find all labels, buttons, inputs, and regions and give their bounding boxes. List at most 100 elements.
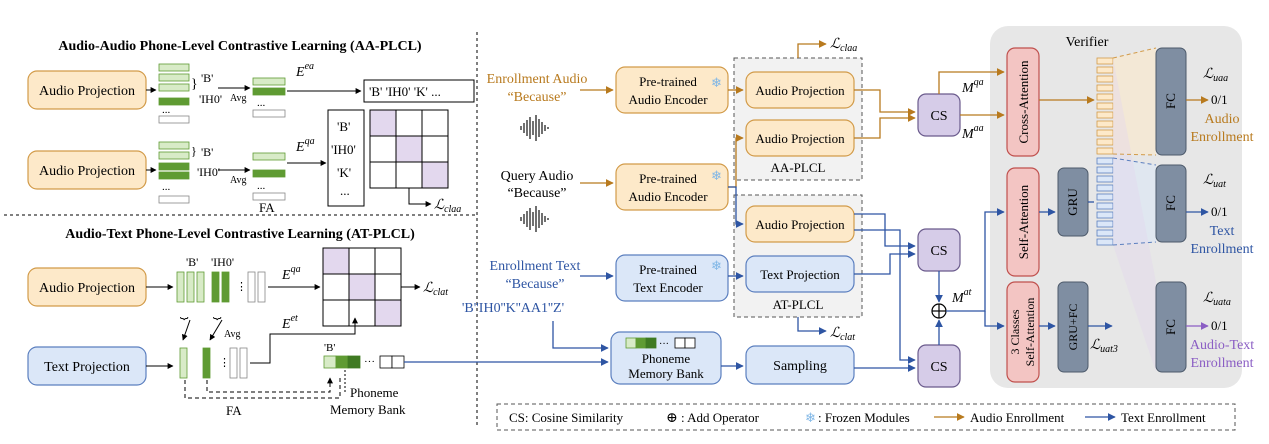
legend-audio: Audio Enrollment — [970, 410, 1065, 425]
at-braces-2: ⏟ — [213, 305, 222, 321]
svg-text:CS: CS — [930, 109, 947, 124]
svg-text:...: ... — [162, 104, 171, 116]
cs-node-2: CS — [917, 228, 961, 272]
out-1-label-1: Audio — [1205, 112, 1240, 127]
out-3-label-1: Audio-Text — [1190, 338, 1254, 353]
out-1: 0/1 — [1211, 92, 1228, 107]
out-1-label-2: Enrollment — [1191, 130, 1254, 145]
svg-text:···: ··· — [364, 356, 375, 368]
svg-text:FC: FC — [1163, 195, 1178, 211]
out-3: 0/1 — [1211, 318, 1228, 333]
fan-audio — [1113, 48, 1156, 155]
svg-text:Pre-trained: Pre-trained — [639, 74, 697, 89]
svg-text:Audio Projection: Audio Projection — [755, 131, 845, 146]
at-plcl-title: Audio-Text Phone-Level Contrastive Learn… — [65, 227, 415, 242]
aa-avg-stack-2: ... — [252, 152, 286, 201]
at-braces: ⏟ — [180, 305, 189, 321]
phoneme-memory-bank: ··· Phoneme Memory Bank — [610, 331, 722, 385]
svg-text:Audio Projection: Audio Projection — [39, 281, 135, 296]
svg-text:CS: CS — [930, 360, 947, 375]
at-loss-arrow — [797, 317, 827, 335]
enroll-text-word: “Because” — [505, 277, 564, 292]
svg-text:Audio Projection: Audio Projection — [755, 83, 845, 98]
fan-line-4 — [1112, 241, 1157, 246]
svg-text:Audio Encoder: Audio Encoder — [628, 92, 708, 107]
loss-uat: ℒuat — [1203, 173, 1226, 190]
aa-seq-col-3: ... — [340, 183, 350, 198]
pretrained-text-encoder: Pre-trained Text Encoder ❄ — [615, 254, 729, 302]
svg-text:CS: CS — [930, 244, 947, 259]
m-aa-label: Maa — [961, 123, 984, 142]
aa-arrow-loss — [408, 188, 432, 207]
svg-text:Text Projection: Text Projection — [44, 360, 130, 375]
aa-frame-stack-2: ... — [158, 141, 190, 204]
enroll-text-label: Enrollment Text — [490, 259, 581, 274]
svg-text:Audio Projection: Audio Projection — [39, 84, 135, 99]
svg-text:...: ... — [257, 180, 266, 192]
pretrained-audio-encoder-1: Pre-trained Audio Encoder ❄ — [615, 66, 729, 114]
at-loss-clat: ℒclat — [423, 281, 448, 298]
svg-text:Audio Encoder: Audio Encoder — [628, 189, 708, 204]
at-arrow-eet — [250, 317, 358, 364]
at-audio-projection: Audio Projection — [27, 267, 147, 307]
at-avg-row: ⋮ — [179, 347, 248, 379]
at-arrow-down-2 — [209, 319, 223, 341]
legend-cs: CS: Cosine Similarity — [509, 410, 624, 425]
svg-text:Self-Attention: Self-Attention — [1016, 184, 1031, 259]
aa-plcl-title: Audio-Audio Phone-Level Contrastive Lear… — [58, 39, 422, 54]
add-operator-icon — [931, 303, 947, 319]
at-label-b: 'B' — [186, 255, 198, 269]
waveform-icon-2 — [520, 206, 549, 232]
at-arrow-down-1 — [181, 319, 191, 341]
legend-add: : Add Operator — [681, 410, 760, 425]
enc2-to-at — [728, 186, 744, 228]
aa-plcl-box-label: AA-PLCL — [771, 160, 826, 175]
svg-text:Self-Attention: Self-Attention — [1023, 298, 1037, 367]
aa-e-ea: Eea — [295, 61, 314, 80]
fan-text — [1113, 158, 1156, 245]
aa-e-qa: Eqa — [295, 136, 315, 155]
svg-text:FC: FC — [1163, 319, 1178, 335]
aa-seq-col-0: 'B' — [337, 119, 350, 134]
svg-text:Pre-trained: Pre-trained — [639, 262, 697, 277]
main-loss-claa: ℒclaa — [830, 37, 857, 54]
mat-to-self-attention — [946, 208, 1005, 312]
self-attention-block: Self-Attention — [1006, 167, 1040, 277]
aa-audio-projection-2: Audio Projection — [27, 150, 147, 190]
fan-line-3 — [1112, 157, 1157, 166]
phoneme-sequence: 'B''IH0''K''AA1''Z' — [462, 301, 564, 316]
out-2-label-2: Enrollment — [1191, 242, 1254, 257]
at-audio-projection-main: Audio Projection — [745, 205, 855, 243]
svg-text:Sampling: Sampling — [773, 359, 827, 374]
svg-text:Memory Bank: Memory Bank — [628, 366, 704, 381]
svg-text:Audio Projection: Audio Projection — [39, 164, 135, 179]
query-audio-label: Query Audio — [501, 169, 574, 184]
out-2: 0/1 — [1211, 204, 1228, 219]
three-class-self-attention-block: 3 Classes Self-Attention — [1006, 281, 1040, 383]
loss-uata: ℒuata — [1203, 291, 1231, 308]
aa-brace-1: } — [191, 77, 198, 92]
aa-seq-col-box — [327, 109, 365, 207]
at-text-projection-main: Text Projection — [745, 255, 855, 293]
aa-proj1-to-cs1 — [854, 89, 916, 116]
loss-uaa: ℒuaa — [1203, 67, 1228, 84]
at-mem-b: 'B' — [324, 342, 335, 354]
fc-block-3: FC — [1155, 281, 1187, 373]
fan-line-2 — [1112, 153, 1157, 156]
fc-block-2: FC — [1155, 164, 1187, 243]
at-fa-label: FA — [226, 403, 242, 418]
at-memory-bank-cells: ··· — [323, 355, 405, 369]
at-label-ih0: 'IH0' — [211, 255, 234, 269]
svg-text:⋮: ⋮ — [219, 357, 230, 369]
aa-audio-projection-1: Audio Projection — [27, 70, 147, 110]
svg-text:GRU: GRU — [1065, 188, 1080, 216]
at-text-to-cs2 — [854, 250, 916, 275]
legend-text: Text Enrollment — [1121, 410, 1206, 425]
snowflake-icon: ❄ — [711, 258, 722, 273]
at-frame-row: ⋮ — [176, 271, 266, 303]
out-3-label-2: Enrollment — [1191, 356, 1254, 371]
at-e-et: Eet — [281, 313, 298, 332]
sampling-box: Sampling — [745, 345, 855, 385]
svg-text:Pre-trained: Pre-trained — [639, 171, 697, 186]
